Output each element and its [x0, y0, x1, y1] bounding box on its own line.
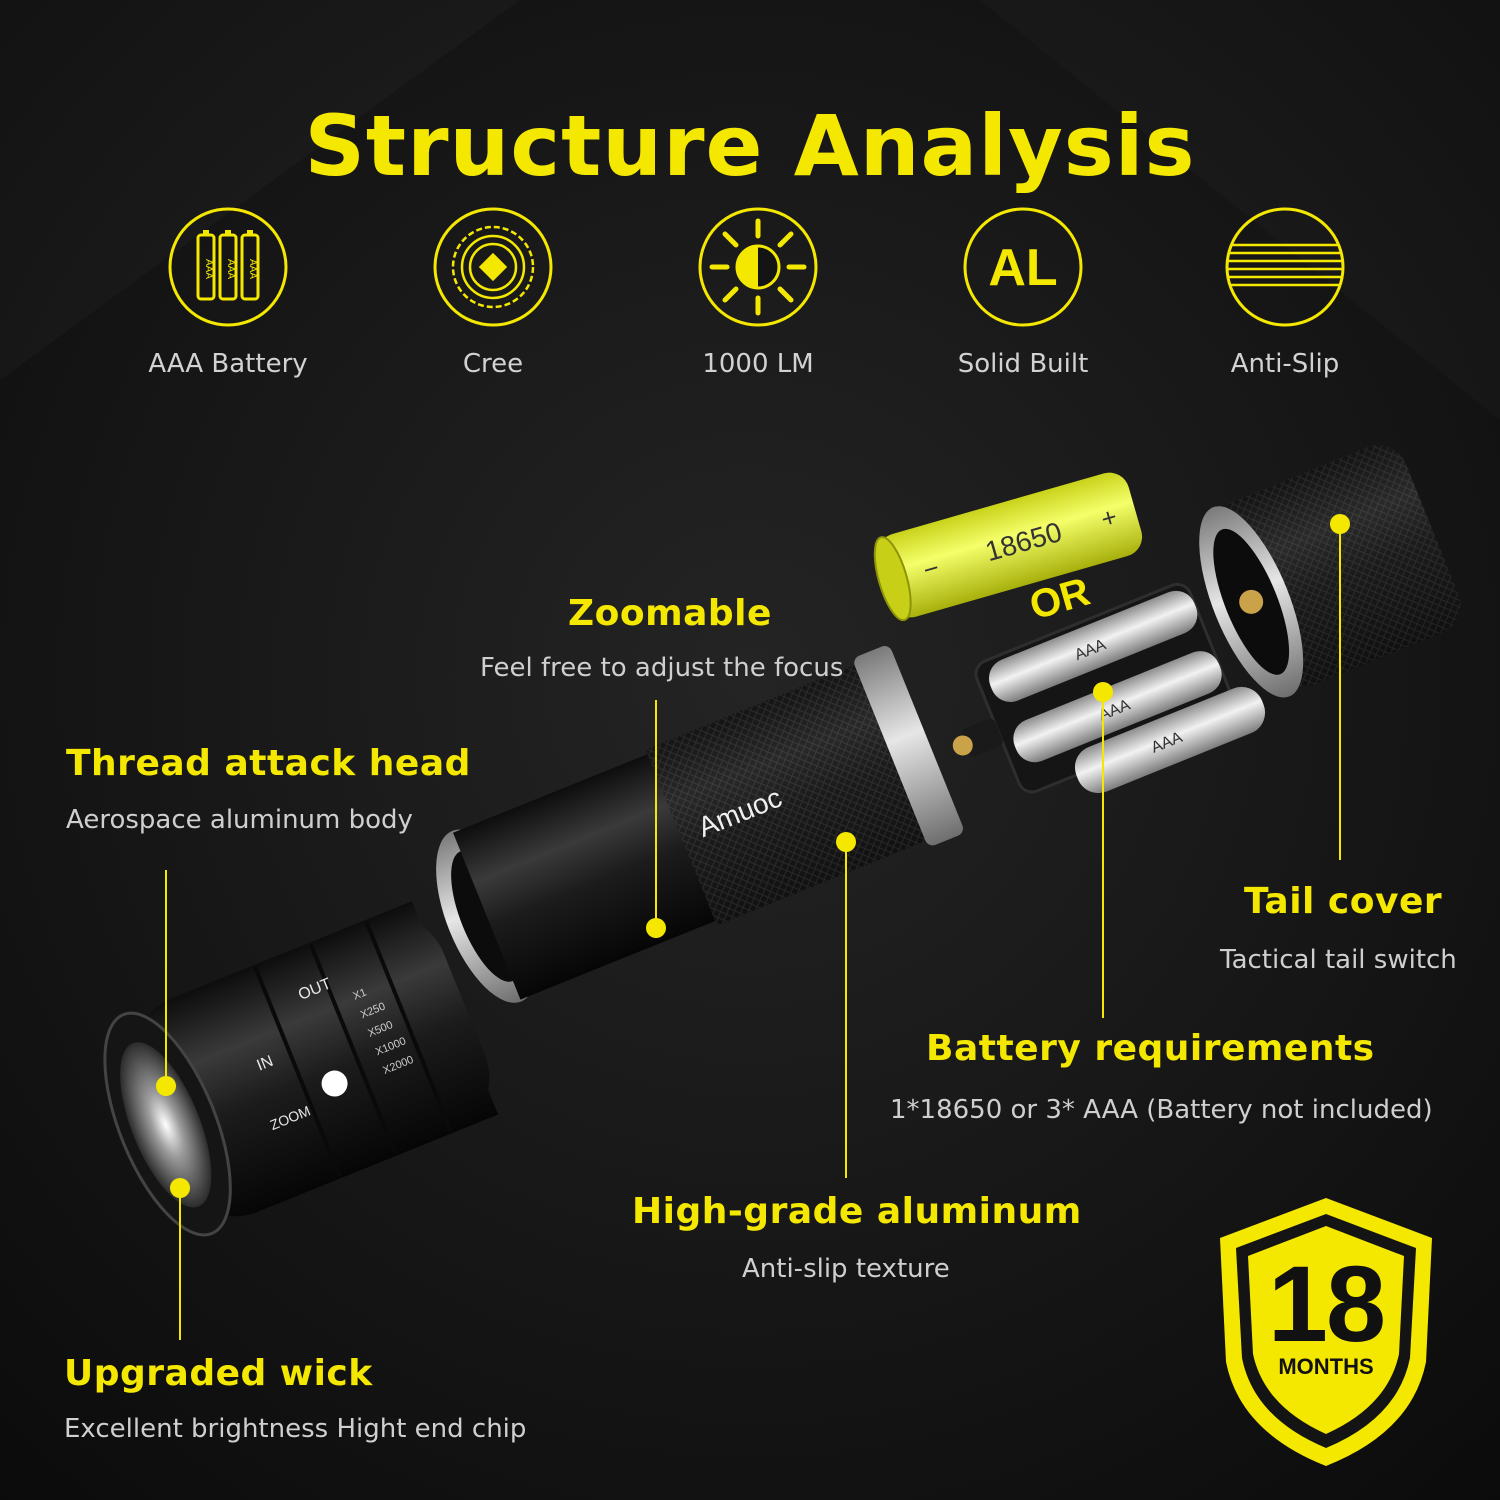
callout-leader-lines: [165, 524, 1341, 1340]
callout-aluminum-title: High-grade aluminum: [632, 1191, 1082, 1232]
callout-battery-subtitle: 1*18650 or 3* AAA (Battery not included): [890, 1095, 1433, 1125]
callout-thread-head-subtitle: Aerospace aluminum body: [66, 805, 413, 835]
zoom-scale-mark: X1: [351, 987, 368, 1003]
aluminum-icon: AL: [963, 207, 1083, 327]
page-title: Structure Analysis: [304, 97, 1196, 196]
battery-icon-text: AAA: [247, 259, 258, 279]
zoom-in-label: IN: [254, 1053, 275, 1075]
battery-18650: 18650 − +: [873, 472, 1143, 622]
callout-aluminum-subtitle: Anti-slip texture: [742, 1254, 950, 1284]
callout-wick-subtitle: Excellent brightness Hight end chip: [64, 1414, 527, 1444]
callout-battery-title: Battery requirements: [926, 1028, 1375, 1069]
feature-cree: Cree: [373, 205, 613, 377]
feature-label: AAA Battery: [148, 349, 308, 379]
led-chip-icon: [433, 207, 553, 327]
feature-anti-slip: Anti-Slip: [1165, 205, 1405, 377]
aluminum-icon-text: AL: [988, 239, 1057, 297]
callout-tail-cover-title: Tail cover: [1244, 881, 1443, 922]
shield-icon: [1220, 1198, 1432, 1466]
callout-dots: [156, 514, 1350, 1198]
feature-aaa-battery: AAA AAA AAA AAA Battery: [108, 205, 348, 377]
anti-slip-lines-icon: [1225, 207, 1345, 327]
warranty-number: 18: [1267, 1243, 1386, 1364]
aaa-battery-loose: AAA: [1074, 686, 1266, 794]
sun-icon: [698, 207, 818, 327]
battery-icon-text: AAA: [225, 259, 236, 279]
callout-zoomable-title: Zoomable: [568, 593, 772, 634]
warranty-badge: 18 MONTHS: [1212, 1192, 1440, 1472]
callout-tail-cover-subtitle: Tactical tail switch: [1220, 945, 1457, 975]
battery-icon-text: AAA: [203, 259, 214, 279]
feature-label: Cree: [462, 349, 524, 379]
flashlight-head: IN OUT ZOOM X1 X250 X500 X1000 X2000: [103, 901, 499, 1237]
feature-label: 1000 LM: [702, 349, 814, 379]
callout-wick-title: Upgraded wick: [64, 1353, 373, 1394]
feature-lumens: 1000 LM: [638, 205, 878, 377]
feature-label: Solid Built: [957, 349, 1089, 379]
feature-solid-built: AL Solid Built: [903, 205, 1143, 377]
warranty-unit: MONTHS: [1278, 1354, 1374, 1379]
feature-label: Anti-Slip: [1230, 349, 1340, 379]
battery-icon: AAA AAA AAA: [168, 207, 288, 327]
flashlight-body: Amuoc: [436, 646, 963, 1003]
callout-zoomable-subtitle: Feel free to adjust the focus: [480, 653, 844, 683]
callout-thread-head-title: Thread attack head: [66, 743, 471, 784]
